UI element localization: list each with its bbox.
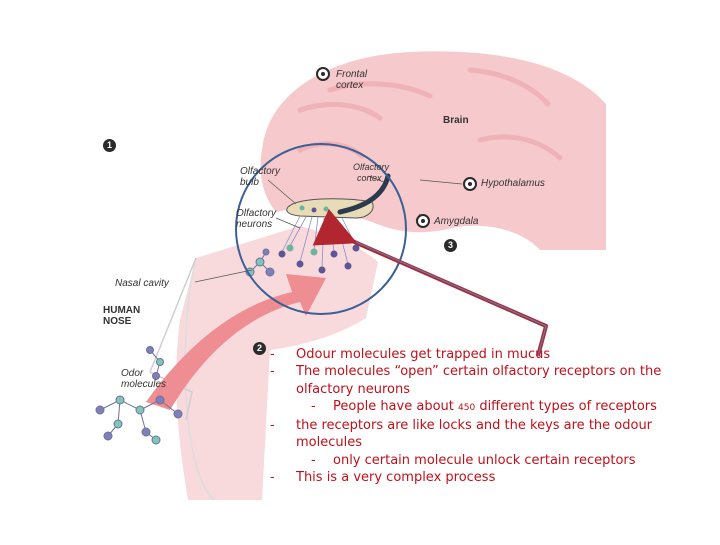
amygdala-label: Amygdala — [434, 216, 479, 227]
note-subitem: -People have about 450 different types o… — [311, 398, 657, 414]
note-item: -The molecules “open” certain olfactory … — [270, 364, 662, 397]
frontal-cortex-target-icon — [316, 67, 330, 81]
nasal-cavity-label: Nasal cavity — [115, 278, 169, 289]
magnifier-ring — [235, 143, 407, 315]
hypothalamus-label: Hypothalamus — [481, 178, 545, 189]
head-tissue — [176, 226, 378, 500]
molecule-cluster-odor — [95, 346, 183, 445]
brain-label: Brain — [443, 115, 469, 126]
note-item: -This is a very complex process — [270, 470, 496, 486]
pointer-arrow — [312, 208, 548, 357]
step-3-badge: 3 — [444, 239, 457, 252]
step-2-badge: 2 — [253, 342, 266, 355]
step-1-badge: 1 — [103, 139, 116, 152]
note-item: -Odour molecules get trapped in mucus — [270, 347, 551, 362]
amygdala-target-icon — [416, 214, 430, 228]
airflow-arrow — [146, 274, 326, 410]
note-subitem: -only certain molecule unlock certain re… — [311, 452, 636, 468]
note-item: -the receptors are like locks and the ke… — [270, 418, 653, 451]
hypothalamus-target-icon — [463, 177, 477, 191]
pointer-arrow-highlight — [355, 241, 547, 357]
notes-list: -Odour molecules get trapped in mucus -T… — [270, 346, 718, 486]
brain-fold-lines — [297, 67, 563, 161]
receptor-cells — [278, 244, 360, 274]
